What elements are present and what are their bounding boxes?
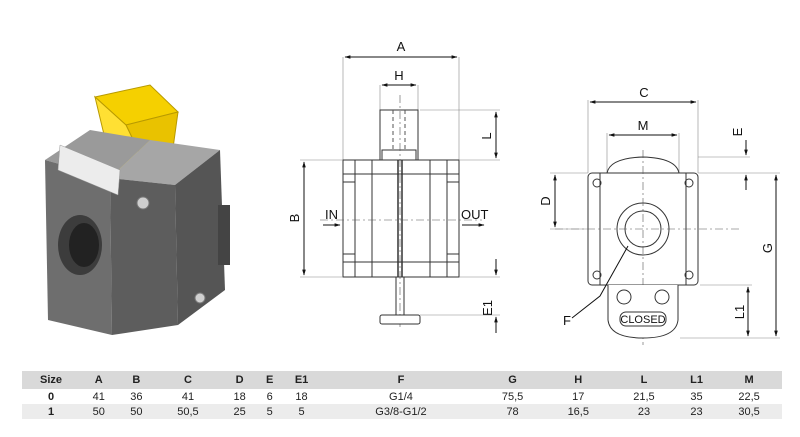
table-cell: 23 (611, 404, 677, 419)
table-header: H (545, 371, 612, 389)
table-cell: 50 (117, 404, 156, 419)
table-header: L1 (676, 371, 717, 389)
label-G: G (760, 243, 775, 253)
label-E1: E1 (480, 300, 495, 316)
label-F: F (563, 313, 571, 328)
label-L: L (479, 132, 494, 139)
table-cell: 25 (220, 404, 259, 419)
front-view-labels: A H L B E1 IN OUT (287, 39, 495, 316)
table-cell: 6 (258, 389, 281, 404)
label-B: B (287, 214, 302, 223)
table-header: D (220, 371, 259, 389)
table-header: L (611, 371, 677, 389)
table-cell: 35 (676, 389, 717, 404)
table-header: Size (22, 371, 80, 389)
closed-marking: CLOSED (620, 314, 665, 326)
front-view (300, 55, 500, 333)
table-cell: 30,5 (716, 404, 782, 419)
label-E: E (730, 127, 745, 136)
table-cell: 0 (22, 389, 80, 404)
table-header: M (716, 371, 782, 389)
label-M: M (638, 118, 649, 133)
product-render (45, 84, 230, 335)
label-L1: L1 (732, 305, 747, 319)
label-A: A (397, 39, 406, 54)
label-C: C (639, 85, 648, 100)
table-cell: 75,5 (479, 389, 546, 404)
technical-drawing: A H L B E1 IN OUT (45, 39, 780, 345)
table-cell: G3/8-G1/2 (322, 404, 480, 419)
table-cell: 18 (280, 389, 323, 404)
table-cell: 78 (479, 404, 546, 419)
table-cell: 18 (220, 389, 259, 404)
table-header: B (117, 371, 156, 389)
table-cell: 17 (545, 389, 612, 404)
table-cell: 21,5 (611, 389, 677, 404)
side-view (550, 100, 780, 345)
table-cell: 1 (22, 404, 80, 419)
label-IN: IN (325, 207, 338, 222)
table-header: G (479, 371, 546, 389)
table-cell: 5 (280, 404, 323, 419)
table-cell: 22,5 (716, 389, 782, 404)
side-view-labels: C M E D G L1 F CLOSED (538, 85, 775, 328)
table-row: 0 41 36 41 18 6 18 G1/4 75,5 17 21,5 35 … (22, 389, 782, 404)
table-cell: 50,5 (155, 404, 221, 419)
table-header: E1 (280, 371, 323, 389)
table-cell: 36 (117, 389, 156, 404)
label-D: D (538, 196, 553, 205)
table-cell: 23 (676, 404, 717, 419)
table-cell: 41 (155, 389, 221, 404)
table-header: A (80, 371, 118, 389)
dimensions-table: Size A B C D E E1 F G H L L1 M 0 41 36 4… (22, 371, 782, 419)
table-cell: 50 (80, 404, 118, 419)
label-H: H (394, 68, 403, 83)
table-header: C (155, 371, 221, 389)
label-OUT: OUT (461, 207, 489, 222)
table-header: E (258, 371, 281, 389)
table-header: F (322, 371, 480, 389)
table-header-row: Size A B C D E E1 F G H L L1 M (22, 371, 782, 389)
table-row: 1 50 50 50,5 25 5 5 G3/8-G1/2 78 16,5 23… (22, 404, 782, 419)
table-cell: 16,5 (545, 404, 612, 419)
table-cell: 41 (80, 389, 118, 404)
table-cell: G1/4 (322, 389, 480, 404)
table-cell: 5 (258, 404, 281, 419)
